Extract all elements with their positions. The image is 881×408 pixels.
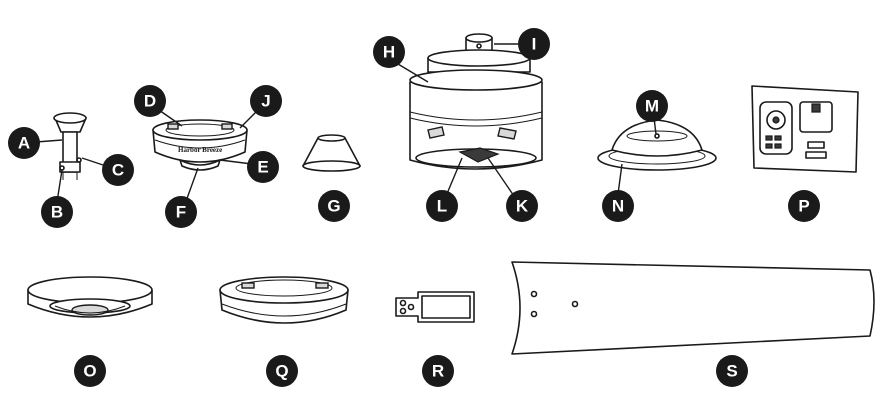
label-badge-f: F bbox=[165, 196, 197, 228]
canopy-part: Harbor Breeze bbox=[152, 119, 248, 171]
fan-blade-part bbox=[511, 261, 875, 355]
label-badge-j: J bbox=[250, 85, 282, 117]
label-badge-r: R bbox=[422, 355, 454, 387]
label-badge-i: I bbox=[518, 28, 550, 60]
label-badge-n: N bbox=[602, 190, 634, 222]
label-badge-e: E bbox=[247, 151, 279, 183]
label-badge-o: O bbox=[74, 355, 106, 387]
blade-iron-part bbox=[395, 291, 475, 323]
svg-text:C: C bbox=[112, 161, 124, 180]
svg-text:O: O bbox=[83, 362, 96, 381]
label-badge-l: L bbox=[426, 190, 458, 222]
svg-text:R: R bbox=[432, 362, 444, 381]
light-kit-housing-part bbox=[27, 276, 153, 318]
svg-text:G: G bbox=[327, 197, 340, 216]
label-badge-b: B bbox=[41, 196, 73, 228]
brand-text: Harbor Breeze bbox=[178, 146, 222, 154]
label-badge-c: C bbox=[102, 154, 134, 186]
svg-text:Q: Q bbox=[275, 362, 288, 381]
adapter-plate-part bbox=[597, 119, 717, 171]
svg-text:P: P bbox=[798, 197, 809, 216]
svg-text:F: F bbox=[176, 203, 186, 222]
svg-text:H: H bbox=[383, 43, 395, 62]
label-badge-s: S bbox=[716, 355, 748, 387]
label-badge-h: H bbox=[373, 36, 405, 68]
svg-text:K: K bbox=[516, 197, 529, 216]
svg-text:M: M bbox=[645, 97, 659, 116]
label-badge-p: P bbox=[788, 190, 820, 222]
label-badge-k: K bbox=[506, 190, 538, 222]
label-badge-g: G bbox=[318, 190, 350, 222]
glass-globe-part bbox=[219, 276, 349, 324]
svg-text:S: S bbox=[726, 362, 737, 381]
downrod-part bbox=[53, 112, 87, 180]
svg-text:L: L bbox=[437, 197, 447, 216]
label-badge-d: D bbox=[134, 85, 166, 117]
label-badge-q: Q bbox=[266, 355, 298, 387]
label-badge-m: M bbox=[636, 90, 668, 122]
cover-cone-part bbox=[302, 134, 361, 172]
hardware-bag-part bbox=[751, 85, 859, 173]
svg-text:B: B bbox=[51, 203, 63, 222]
label-badge-a: A bbox=[8, 127, 40, 159]
svg-text:E: E bbox=[257, 158, 268, 177]
svg-text:A: A bbox=[18, 134, 30, 153]
svg-text:N: N bbox=[612, 197, 624, 216]
motor-housing-part bbox=[409, 33, 543, 170]
svg-text:I: I bbox=[532, 35, 537, 54]
svg-text:J: J bbox=[261, 92, 270, 111]
svg-text:D: D bbox=[144, 92, 156, 111]
